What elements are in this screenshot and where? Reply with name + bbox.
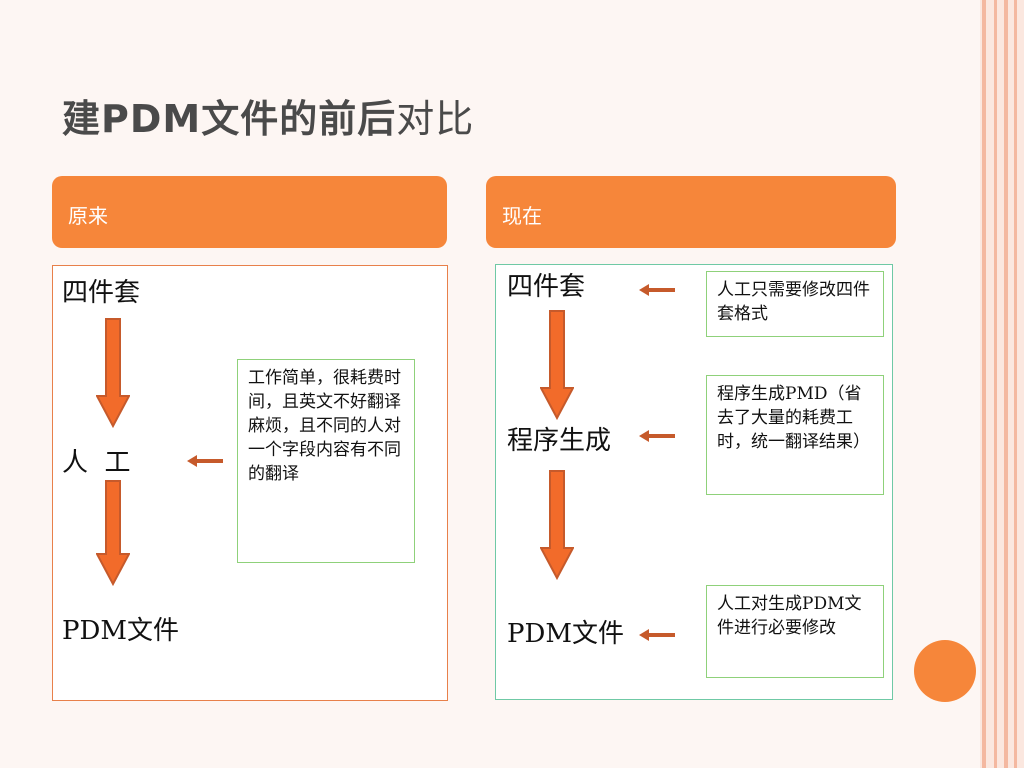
right-step-2: 程序生成	[507, 426, 612, 456]
header-after-label: 现在	[502, 204, 542, 228]
header-after: 现在	[486, 176, 896, 248]
header-before-label: 原来	[68, 204, 108, 228]
left-step-2: 人 工	[62, 448, 131, 478]
down-arrow-icon	[96, 318, 130, 428]
note-after-2: 程序生成PMD（省去了大量的耗费工时，统一翻译结果）	[706, 375, 884, 495]
down-arrow-icon	[540, 470, 574, 580]
left-step-1: 四件套	[62, 278, 141, 308]
left-step-3: PDM文件	[62, 616, 179, 646]
header-before: 原来	[52, 176, 447, 248]
note-before: 工作简单，很耗费时间，且英文不好翻译麻烦，且不同的人对一个字段内容有不同的翻译	[237, 359, 415, 563]
left-arrow-icon	[187, 455, 223, 467]
left-arrow-icon	[639, 629, 675, 641]
note-after-1: 人工只需要修改四件套格式	[706, 271, 884, 337]
note-after-3: 人工对生成PDM文件进行必要修改	[706, 585, 884, 678]
left-arrow-icon	[639, 284, 675, 296]
decorative-circle	[914, 640, 976, 702]
decorative-side-stripes	[980, 0, 1024, 768]
right-step-1: 四件套	[507, 272, 586, 302]
down-arrow-icon	[96, 480, 130, 586]
down-arrow-icon	[540, 310, 574, 420]
right-step-3: PDM文件	[507, 619, 624, 649]
slide-title: 建PDM文件的前后对比	[62, 88, 474, 143]
title-suffix: 对比	[396, 97, 475, 141]
left-arrow-icon	[639, 430, 675, 442]
title-main: 建PDM文件的前后	[62, 97, 397, 141]
